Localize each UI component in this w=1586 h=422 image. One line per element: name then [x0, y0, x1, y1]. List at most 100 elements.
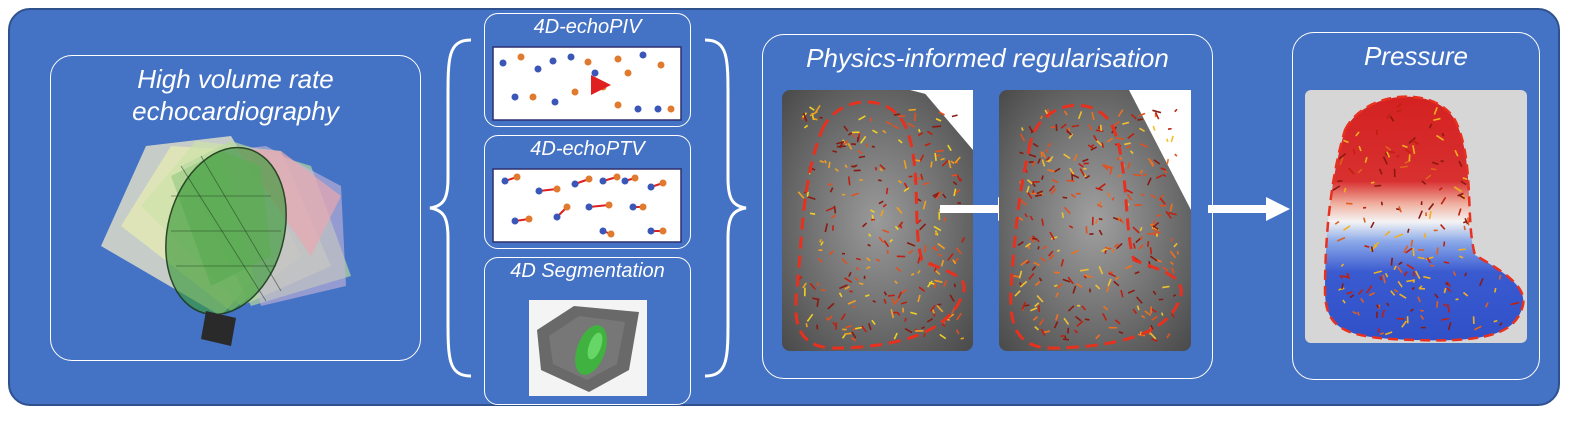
flow-vector — [1434, 293, 1439, 299]
flow-vector — [933, 194, 939, 199]
flow-vector — [1071, 249, 1079, 255]
flow-vector — [878, 179, 882, 182]
flow-vector — [1063, 110, 1068, 116]
flow-vector — [1166, 158, 1170, 165]
flow-vector — [1063, 206, 1071, 215]
flow-vector — [1083, 275, 1087, 279]
flow-vector — [1438, 187, 1443, 191]
flow-vector — [809, 212, 816, 216]
flow-vector — [1114, 276, 1120, 281]
flow-vector — [1357, 289, 1364, 295]
flow-vector — [1373, 241, 1380, 247]
flow-vector — [926, 280, 933, 288]
flow-vector — [931, 309, 936, 314]
flow-vector — [1152, 228, 1161, 235]
flow-vector — [908, 108, 916, 111]
flow-vector — [840, 313, 846, 321]
flow-vector — [904, 317, 907, 322]
piv-particle — [654, 105, 662, 113]
acquisition-title-line1: High volume rate — [137, 64, 334, 94]
flow-vector — [1441, 317, 1450, 321]
flow-vector — [1380, 201, 1384, 206]
flow-vector — [1041, 175, 1044, 180]
piv-particle — [624, 69, 632, 77]
acquisition-panel: High volume rate echocardiography — [50, 55, 421, 361]
flow-vector — [1062, 196, 1068, 199]
flow-vector — [1436, 134, 1445, 141]
flow-vector — [1116, 156, 1120, 161]
flow-vector — [802, 282, 807, 289]
flow-vector — [954, 156, 961, 164]
flow-vector — [885, 120, 892, 126]
flow-vector — [850, 331, 857, 339]
ptv-start-particle — [647, 227, 655, 235]
flow-vector — [872, 129, 878, 134]
flow-vector — [1173, 242, 1178, 248]
flow-vector — [1399, 165, 1409, 169]
flow-vector — [836, 145, 846, 148]
flow-vector — [1151, 315, 1158, 321]
flow-vector — [1073, 329, 1079, 334]
flow-vector — [1061, 212, 1064, 218]
flow-vector — [1414, 270, 1421, 280]
flow-vector — [886, 249, 889, 254]
flow-vector — [896, 206, 903, 214]
flow-vector — [1066, 130, 1073, 136]
flow-vector — [1342, 225, 1351, 231]
flow-vector — [1134, 271, 1140, 275]
flow-vector — [1384, 272, 1389, 278]
flow-vector — [1370, 181, 1375, 184]
flow-vector — [1063, 153, 1071, 160]
flow-vector — [1149, 223, 1154, 227]
regularised-flow-field-image — [999, 90, 1191, 351]
flow-vector — [924, 245, 927, 253]
flow-vector — [809, 282, 817, 291]
flow-vector — [1446, 303, 1451, 313]
flow-vector — [1031, 161, 1036, 167]
flow-vector — [1107, 192, 1111, 198]
piv-particle — [571, 88, 579, 96]
flow-vector — [1063, 335, 1067, 339]
flow-vector — [825, 206, 835, 212]
flow-vector — [1404, 148, 1412, 154]
ptv-start-particle — [629, 203, 637, 211]
flow-vector — [1120, 289, 1124, 298]
piv-particle — [614, 55, 622, 63]
flow-vector — [844, 277, 853, 283]
flow-vector — [1411, 286, 1415, 291]
flow-vector — [1075, 315, 1082, 322]
ptv-start-particle — [501, 177, 509, 185]
flow-vector — [910, 311, 918, 315]
ptv-end-particle — [659, 227, 667, 235]
flow-vector — [812, 297, 820, 301]
flow-vector — [1417, 256, 1425, 260]
flow-vector — [1053, 284, 1058, 287]
flow-vector — [1021, 301, 1026, 310]
flow-vector — [1039, 115, 1043, 120]
flow-vector — [1115, 137, 1125, 140]
flow-vector — [919, 223, 927, 231]
flow-vector — [935, 149, 944, 153]
flow-vector — [1152, 225, 1159, 231]
flow-vector — [1440, 160, 1444, 163]
flow-vector — [1090, 144, 1095, 148]
flow-vector — [1169, 203, 1173, 212]
flow-vector — [1140, 193, 1145, 196]
flow-vector — [1334, 220, 1340, 225]
flow-vector — [1389, 115, 1395, 122]
segmentation-label: 4D Segmentation — [510, 260, 665, 282]
flow-vector — [825, 317, 829, 321]
flow-vector — [816, 324, 819, 330]
flow-vector — [1079, 168, 1085, 177]
flow-vector — [1152, 290, 1157, 296]
flow-vector — [1396, 154, 1400, 158]
flow-vector — [1374, 184, 1382, 187]
flow-vector — [1041, 151, 1047, 159]
flow-vector — [1358, 145, 1362, 152]
flow-vector — [816, 282, 820, 287]
piv-particle — [591, 69, 599, 77]
flow-vector — [1031, 265, 1037, 271]
flow-vector — [1066, 179, 1075, 183]
raw-flow-field-image — [782, 90, 973, 351]
flow-vector — [1036, 294, 1044, 303]
